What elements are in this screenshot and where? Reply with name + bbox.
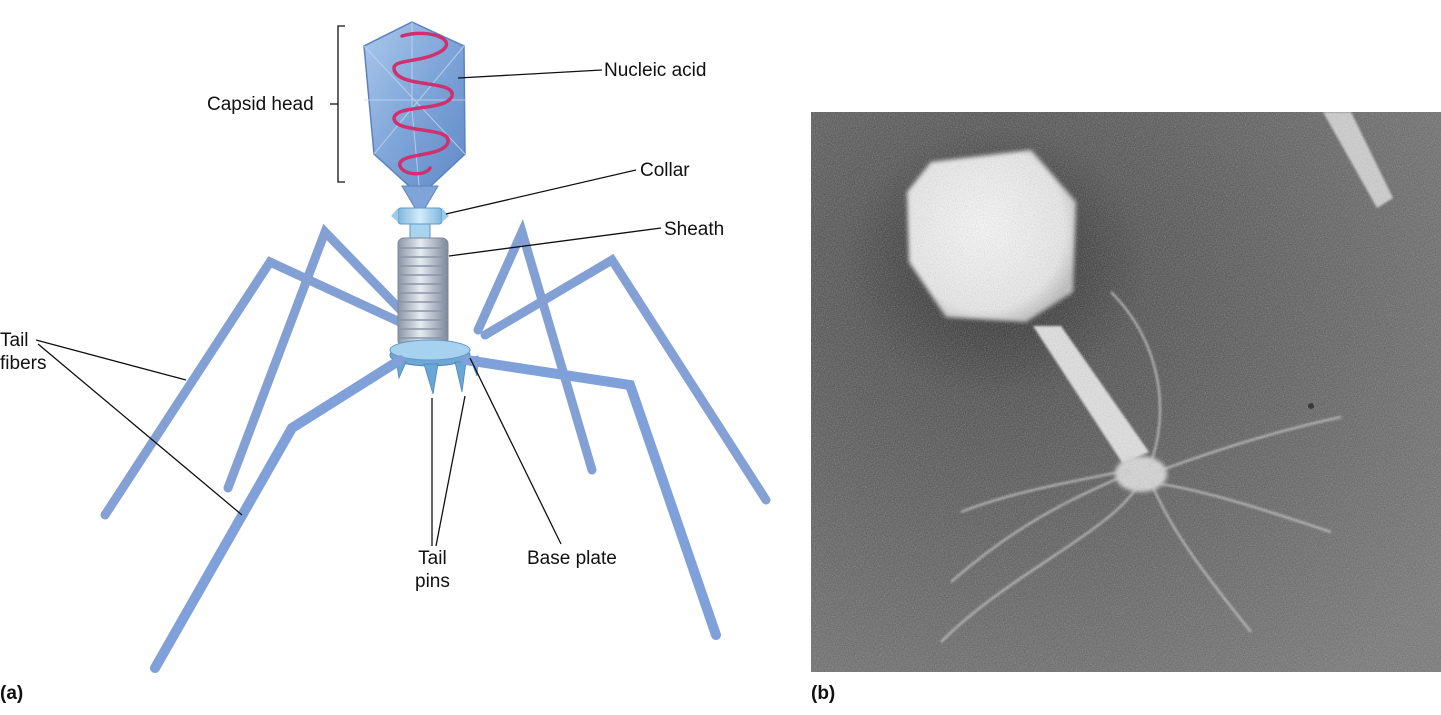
tail-pins-label-line2: pins	[415, 570, 450, 593]
tail-pins-label-line1: Tail	[415, 547, 450, 570]
tail-fibers-front	[155, 360, 716, 668]
capsid-head	[364, 22, 465, 208]
nucleic-acid-label: Nucleic acid	[604, 59, 706, 82]
electron-micrograph	[811, 112, 1441, 672]
capsid-head-label: Capsid head	[207, 93, 314, 116]
panel-b-label: (b)	[811, 683, 835, 705]
base-plate-label: Base plate	[527, 547, 617, 570]
tail-fibers-label: Tail fibers	[0, 329, 46, 375]
tail-fibers-label-line1: Tail	[0, 329, 46, 352]
sheath-label: Sheath	[664, 218, 724, 241]
tail-fibers-label-line2: fibers	[0, 352, 46, 375]
tail-fiber	[478, 232, 592, 470]
tail-fiber	[466, 360, 716, 635]
tail-fiber	[155, 360, 400, 668]
panel-a-label: (a)	[0, 683, 23, 705]
collar	[391, 208, 449, 238]
micrograph-image	[811, 112, 1441, 672]
collar-label: Collar	[640, 159, 690, 182]
tail-pins-label: Tail pins	[415, 547, 450, 593]
sheath	[398, 238, 448, 346]
